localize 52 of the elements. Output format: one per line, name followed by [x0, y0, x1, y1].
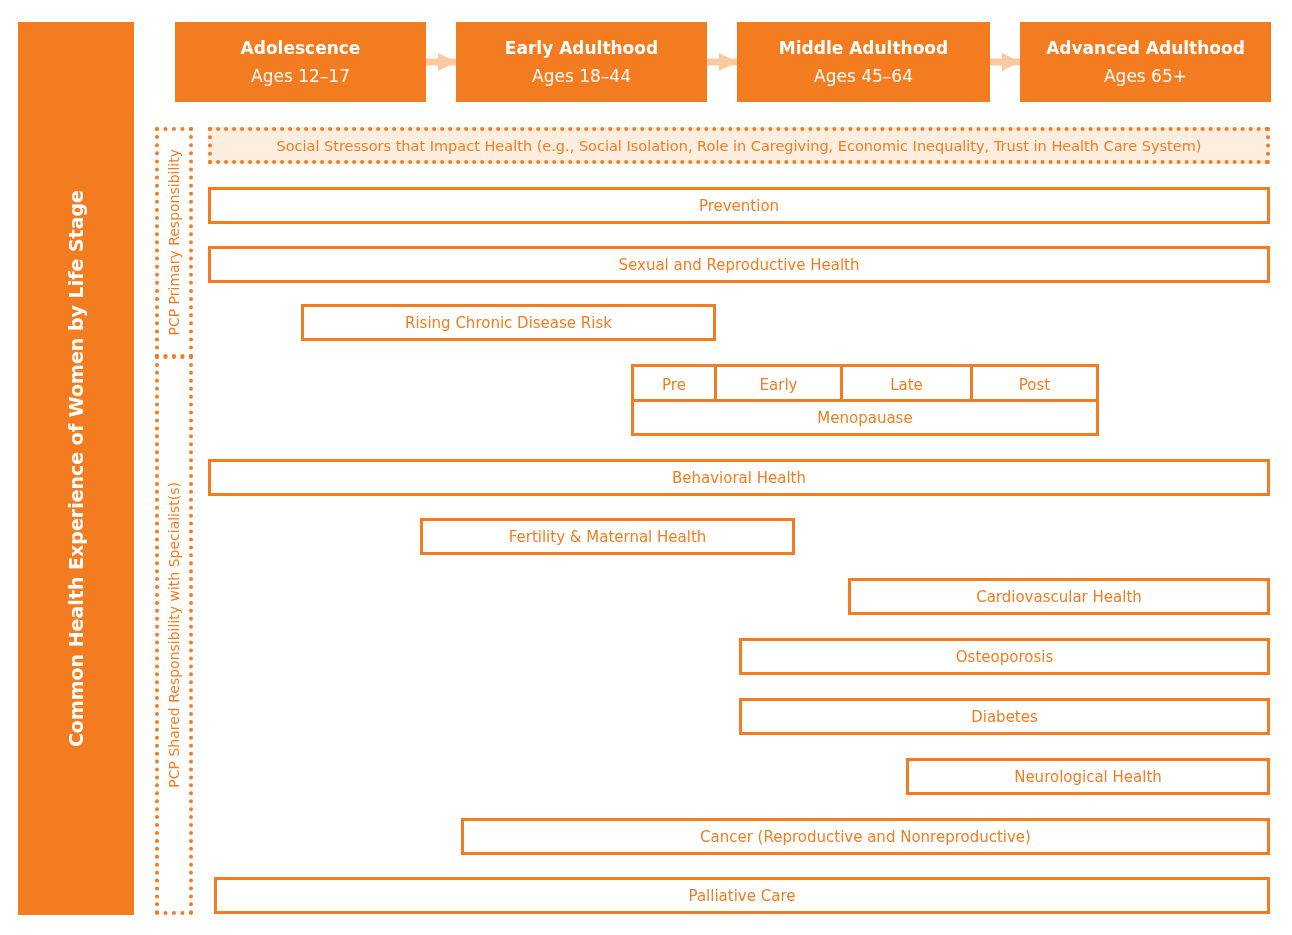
- sub-text: Ages 45–64: [814, 65, 913, 88]
- care-bar: [631, 364, 717, 402]
- arrow: [426, 52, 456, 72]
- label-text: Cancer (Reproductive and Nonreproductive): [700, 827, 1031, 846]
- care-bar: [906, 758, 1270, 795]
- label-text: Osteoporosis: [955, 647, 1054, 666]
- label-text: Pre: [662, 375, 686, 394]
- label-text: Common Health Experience of Women by Life Stage: [65, 189, 87, 748]
- label-text: Late: [890, 375, 923, 394]
- label-text: PCP Primary Responsibility: [166, 149, 182, 336]
- label-text: Menopauase: [817, 408, 913, 427]
- label-text: Prevention: [698, 196, 780, 215]
- label-text: Fertility & Maternal Health: [508, 527, 707, 546]
- label-text: Neurological Health: [1014, 767, 1162, 786]
- label-text: Palliative Care: [688, 886, 796, 905]
- care-bar: [420, 518, 795, 555]
- side-banner: [18, 22, 134, 915]
- label-text: Social Stressors that Impact Health (e.g., Social Isolation, Role in Caregiving, Economic Inequality, Trust in Health Care System): [276, 137, 1202, 154]
- label-text: Post: [1018, 375, 1051, 394]
- stage-box: [175, 22, 426, 102]
- sub-text: Ages 18–44: [532, 65, 631, 88]
- label-text: Early Adulthood: [504, 37, 659, 60]
- stressor-band: [208, 127, 1270, 164]
- responsibility-band: [155, 355, 193, 915]
- care-bar: [739, 698, 1270, 735]
- stage-box: [1020, 22, 1271, 102]
- label-text: Sexual and Reproductive Health: [618, 255, 860, 274]
- care-bar: [208, 459, 1270, 496]
- label-text: Behavioral Health: [672, 468, 806, 487]
- label-text: Advanced Adulthood: [1046, 37, 1245, 60]
- label-text: Early: [759, 375, 798, 394]
- care-bar: [214, 877, 1270, 914]
- care-bar: [461, 818, 1270, 855]
- care-bar: [739, 638, 1270, 675]
- care-bar: [848, 578, 1270, 615]
- label-text: Middle Adulthood: [778, 37, 949, 60]
- stage-box: [737, 22, 990, 102]
- label-text: Rising Chronic Disease Risk: [405, 313, 612, 332]
- label-text: Diabetes: [971, 707, 1038, 726]
- label-text: Cardiovascular Health: [976, 587, 1142, 606]
- care-bar: [631, 399, 1099, 436]
- care-bar: [208, 187, 1270, 224]
- sub-text: Ages 12–17: [251, 65, 350, 88]
- arrow: [707, 52, 737, 72]
- care-bar: [208, 246, 1270, 283]
- care-bar: [301, 304, 716, 341]
- stage-box: [456, 22, 707, 102]
- sub-text: Ages 65+: [1104, 65, 1187, 88]
- arrow: [990, 52, 1020, 72]
- label-text: PCP Shared Responsibility with Specialist(s): [166, 482, 182, 788]
- care-bar: [970, 364, 1099, 402]
- label-text: Adolescence: [240, 37, 361, 60]
